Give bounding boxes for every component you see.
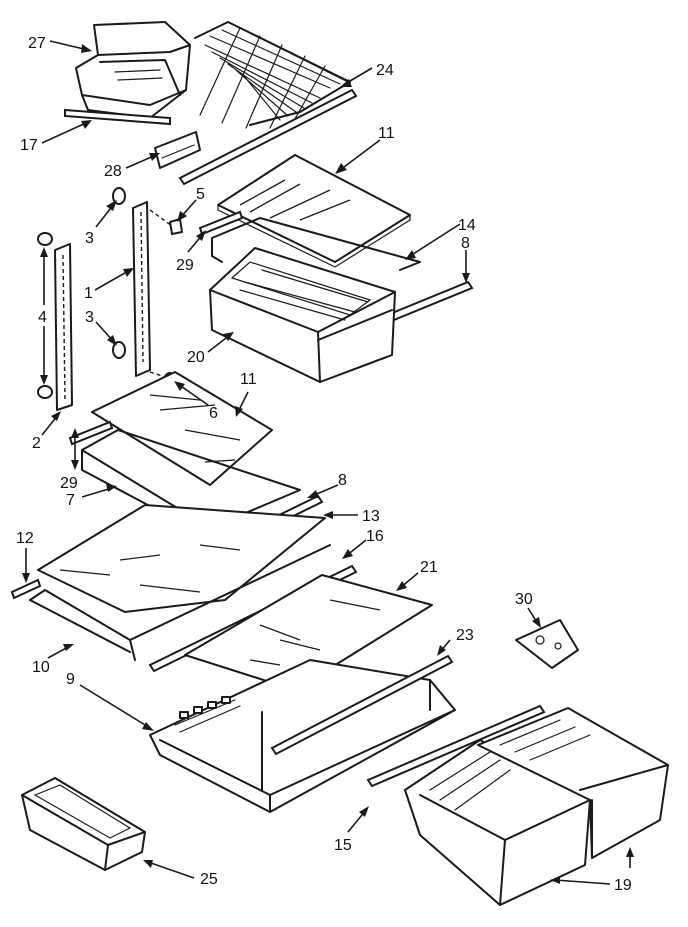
callout-30: 30 [515,591,533,608]
callout-11-middle: 11 [240,371,257,388]
part-2-left-rail [54,243,73,411]
part-12-rod [10,578,42,600]
callout-25: 25 [200,871,218,888]
part-25-bin [21,777,146,871]
callout-11-upper: 11 [378,125,395,142]
callout-12: 12 [16,530,34,547]
callout-2: 2 [32,435,41,452]
part-11-middle-glass-shelf [91,371,273,486]
callout-4: 4 [38,309,47,326]
part-27-door-basket [75,21,191,119]
part-28-bracket [154,131,201,169]
callout-23: 23 [456,627,474,644]
part-13-crisper-cover-glass [37,504,326,613]
part-3-clips [112,187,126,359]
part-21-glass-panel [184,574,433,691]
callout-29-lower: 29 [60,475,78,492]
part-15-rod [366,704,546,788]
callout-14: 14 [458,217,476,234]
callout-29-upper: 29 [176,257,194,274]
callout-leaders [22,40,634,885]
part-4-end-caps [37,232,53,399]
callout-28: 28 [104,163,122,180]
callout-24: 24 [376,62,394,79]
part-11-upper-glass-shelf [217,154,411,268]
callout-9: 9 [66,671,75,688]
part-1-center-rail [132,201,151,377]
part-14-frame [198,210,421,271]
callout-6: 6 [209,405,218,422]
callout-19: 19 [614,877,632,894]
callout-27: 27 [28,35,46,52]
callout-17: 17 [20,137,38,154]
part-24-wire-shelf [178,21,358,186]
callout-7: 7 [66,492,75,509]
callout-20: 20 [187,349,205,366]
callout-3-lower: 3 [85,309,94,326]
callout-5: 5 [196,186,205,203]
callout-8-middle: 8 [338,472,347,489]
part-5-screw [149,209,183,235]
callout-8-upper: 8 [461,235,470,252]
part-19-crisper-drawers [404,707,669,906]
part-20-crisper-drawer [209,247,396,383]
callout-3-upper: 3 [85,230,94,247]
callout-1: 1 [84,285,93,302]
callout-16: 16 [366,528,384,545]
part-23-rod [270,654,454,756]
callout-labels: 27 24 17 11 28 5 3 29 14 8 1 4 3 20 11 6… [16,35,632,894]
callout-10: 10 [32,659,50,676]
part-10-cover-frame [29,544,331,661]
part-30-clip-plate [515,619,579,669]
callout-21: 21 [420,559,438,576]
part-17-rod [64,108,171,126]
callout-13: 13 [362,508,380,525]
callout-15: 15 [334,837,352,854]
